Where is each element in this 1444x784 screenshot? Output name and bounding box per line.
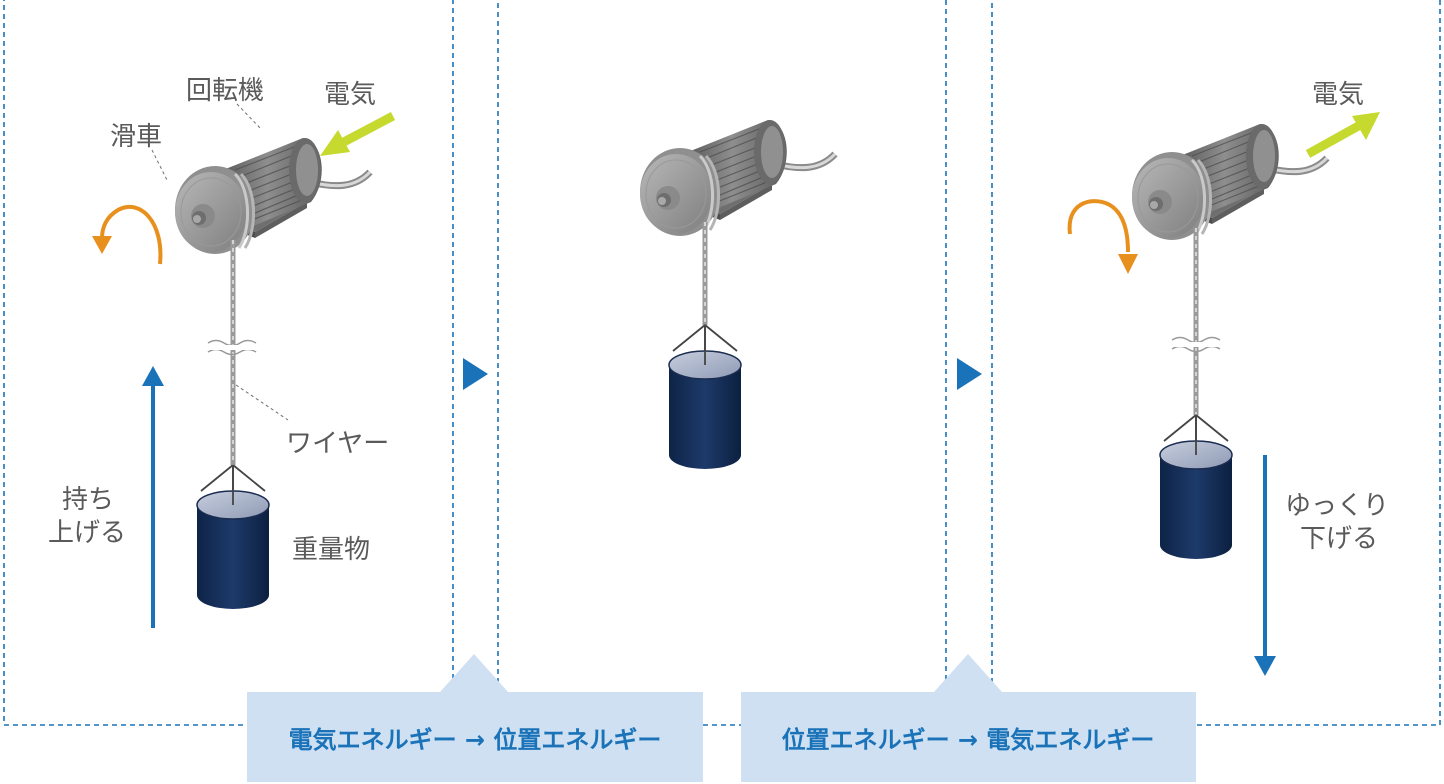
motor-illustration xyxy=(640,120,835,236)
electric-in-arrow-icon xyxy=(320,112,396,156)
weight-illustration xyxy=(668,324,742,470)
lower-label-line1: ゆっくり xyxy=(1285,491,1389,521)
panel-border-3 xyxy=(991,0,1441,726)
electricity-in-label: 電気 xyxy=(324,80,376,110)
electricity-out-label: 電気 xyxy=(1312,80,1364,110)
pulley-label: 滑車 xyxy=(110,122,162,152)
weight-illustration xyxy=(1159,414,1233,560)
panel-lower: 電気 ゆっくり 下げる xyxy=(1067,80,1389,676)
caption-right-text: 位置エネルギー → 電気エネルギー xyxy=(782,726,1155,754)
panel-held xyxy=(640,120,835,470)
triangle-right-icon xyxy=(957,358,982,390)
triangle-right-icon xyxy=(463,358,488,390)
lift-up-arrow-icon xyxy=(142,366,164,628)
weight-label: 重量物 xyxy=(292,535,370,565)
lift-label-line1: 持ち xyxy=(62,485,114,515)
lower-down-arrow-icon xyxy=(1254,455,1276,676)
motor-illustration xyxy=(1132,124,1327,240)
lift-label-line2: 上げる xyxy=(48,518,126,548)
weight-illustration xyxy=(196,464,270,610)
caption-left: 電気エネルギー → 位置エネルギー xyxy=(247,654,703,782)
panel-border-1 xyxy=(3,0,454,726)
panel-border-2 xyxy=(497,0,947,726)
caption-right: 位置エネルギー → 電気エネルギー xyxy=(741,654,1196,782)
rotation-cw-icon xyxy=(1067,199,1130,253)
panel-lift: 回転機 滑車 電気 ワイヤー 重量物 持ち 上げる xyxy=(48,76,396,628)
wire-label: ワイヤー xyxy=(286,429,389,459)
lower-label-line2: 下げる xyxy=(1300,524,1378,554)
electric-out-arrow-icon xyxy=(1305,112,1380,158)
caption-left-text: 電気エネルギー → 位置エネルギー xyxy=(289,726,662,754)
rotation-ccw-icon xyxy=(100,204,163,265)
motor-label: 回転機 xyxy=(186,76,264,106)
motor-illustration xyxy=(175,138,370,254)
